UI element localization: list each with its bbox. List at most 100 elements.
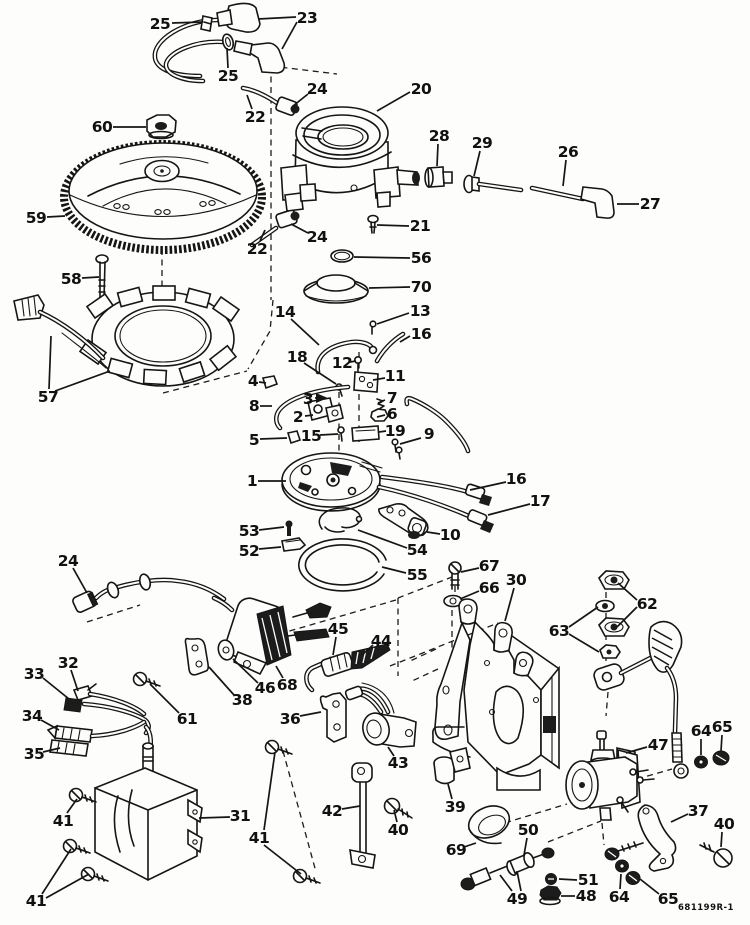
callout-leader-line [617,582,638,601]
clamp-37 [637,804,677,872]
callout-leader-line [393,809,398,823]
clip-5 [286,430,302,445]
part-number-label: 26 [558,143,579,161]
clip-52 [281,537,307,552]
part-number-label: 16 [506,470,527,488]
part-number-label: 65 [658,890,679,908]
callout-leader-line [353,256,411,259]
callout-leader-line [357,529,408,549]
breaker-lead-wires [376,474,494,533]
part-number-label: 14 [275,303,296,321]
coil-laminations [256,605,292,666]
part-number-label: 37 [688,802,709,820]
trigger-housing [280,106,420,212]
part-number-label: 16 [411,325,432,343]
terminal-block [353,371,379,393]
nut-6 [370,408,389,422]
callout-leader-line [558,878,578,881]
part-number-label: 44 [371,632,392,650]
part-number-label: 3 [303,390,313,408]
part-number-label: 52 [239,542,260,560]
callout-leader-line [460,567,480,573]
screw-21 [367,214,379,224]
callout-leader-line [42,747,61,753]
nut-48 [539,885,562,901]
callout-leader-line [720,734,723,752]
callout-leader-line [66,798,78,814]
retainer-parts [281,507,387,592]
probe-44 [350,643,391,670]
coil-bracket [184,637,210,676]
part-number-label: 5 [249,431,259,449]
part-number-label: 13 [410,302,431,320]
callout-leader-line [246,94,253,110]
part-number-label: 47 [648,736,669,754]
callout-leader-line [376,312,410,325]
plug-boot [580,186,615,219]
callout-leader-line [54,370,111,392]
part-number-label: 2 [293,408,303,426]
callout-leader-line [258,381,267,384]
callout-leader-line [625,746,648,754]
breaker-plate [281,452,383,512]
driver-coil [565,730,655,821]
part-number-label: 45 [328,620,349,638]
part-number-label: 40 [388,821,409,839]
part-number-label: 9 [424,425,434,443]
callout-leader-line [208,666,235,696]
callout-leader-line [341,805,361,810]
part-number-label: 51 [578,871,599,889]
part-number-label: 66 [479,579,500,597]
callout-leader-line [258,526,285,531]
part-number-label: 24 [58,552,79,570]
power-pack [94,742,203,881]
callout-leader-line [399,335,411,343]
callout-leader-line [387,746,395,757]
callout-leader-line [319,433,339,436]
callout-leader-line [349,360,357,363]
callout-leader-line [568,633,600,653]
mount-screws-41 [62,739,321,884]
part-number-label: 67 [479,557,500,575]
housing-terminal [373,166,401,199]
part-number-label: 39 [445,798,466,816]
stator-assembly [13,285,241,387]
part-number-label: 24 [307,80,328,98]
callout-leader-line [290,223,309,234]
band-69 [467,805,511,845]
callout-leader-line [361,644,374,656]
part-number-label: 62 [637,595,658,613]
part-number-label: 15 [301,427,322,445]
part-number-label: 23 [297,9,318,27]
callout-leader-line [562,159,567,187]
part-number-label: 41 [26,892,47,910]
washer-46 [217,639,235,661]
part-number-label: 57 [38,388,59,406]
callout-leader-line [619,873,622,890]
part-number-label: 12 [332,354,353,372]
callout-leader-line [304,414,314,417]
callout-leader-line [259,229,266,242]
part-number-label: 25 [218,67,239,85]
part-number-label: 28 [429,127,450,145]
part-number-label: 50 [518,821,539,839]
callout-leader-line [259,437,288,440]
part-number-label: 70 [411,278,432,296]
link-42 [349,762,376,869]
callout-leader-line [523,837,528,856]
spade-34 [54,725,93,743]
part-number-label: 20 [411,80,432,98]
advance-lever [378,503,429,539]
part-number-label: 41 [53,812,74,830]
part-number-label: 29 [472,134,493,152]
callout-leader-line [198,816,231,819]
clip-4 [261,375,279,390]
callout-leader-line [516,870,522,892]
bracket-19 [351,425,380,442]
callout-leader-line [487,503,531,516]
part-number-label: 64 [691,722,712,740]
part-number-label: 31 [230,807,251,825]
flywheel-ring-gear [60,140,266,254]
